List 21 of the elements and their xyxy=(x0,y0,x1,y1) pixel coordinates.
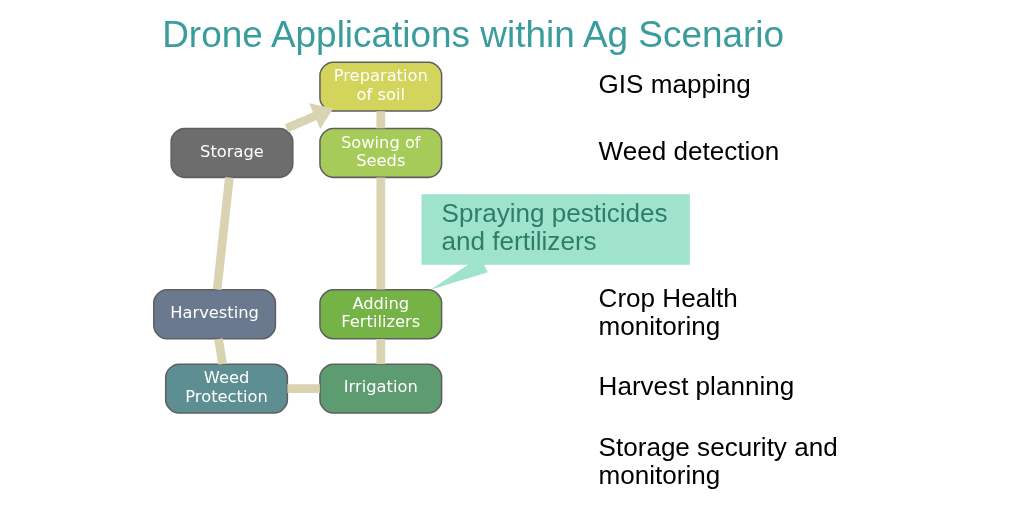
node-box: Irrigation xyxy=(318,362,442,414)
connector xyxy=(375,177,385,290)
label: Harvest planning xyxy=(598,370,794,401)
node-box: Harvesting xyxy=(152,288,276,339)
node-box: Preparation of soil xyxy=(318,60,442,112)
connector xyxy=(213,337,227,365)
node-box: Spraying pesticides and fertilizers xyxy=(421,193,690,265)
label: Weed detection xyxy=(598,135,779,166)
node-box: Adding Fertilizers xyxy=(318,288,442,339)
label: Storage security and monitoring xyxy=(598,431,838,490)
diagram-title: Drone Applications within Ag Scenario xyxy=(161,13,784,55)
node-box: Storage xyxy=(169,127,294,178)
arrow xyxy=(284,102,333,132)
node-box: Sowing of Seeds xyxy=(318,127,442,178)
connector xyxy=(212,176,234,290)
connector xyxy=(375,110,385,128)
connector xyxy=(375,338,385,364)
label: GIS mapping xyxy=(598,68,751,99)
connector xyxy=(286,383,320,393)
label: Crop Health monitoring xyxy=(598,282,738,341)
node-box: Weed Protection xyxy=(164,362,288,414)
